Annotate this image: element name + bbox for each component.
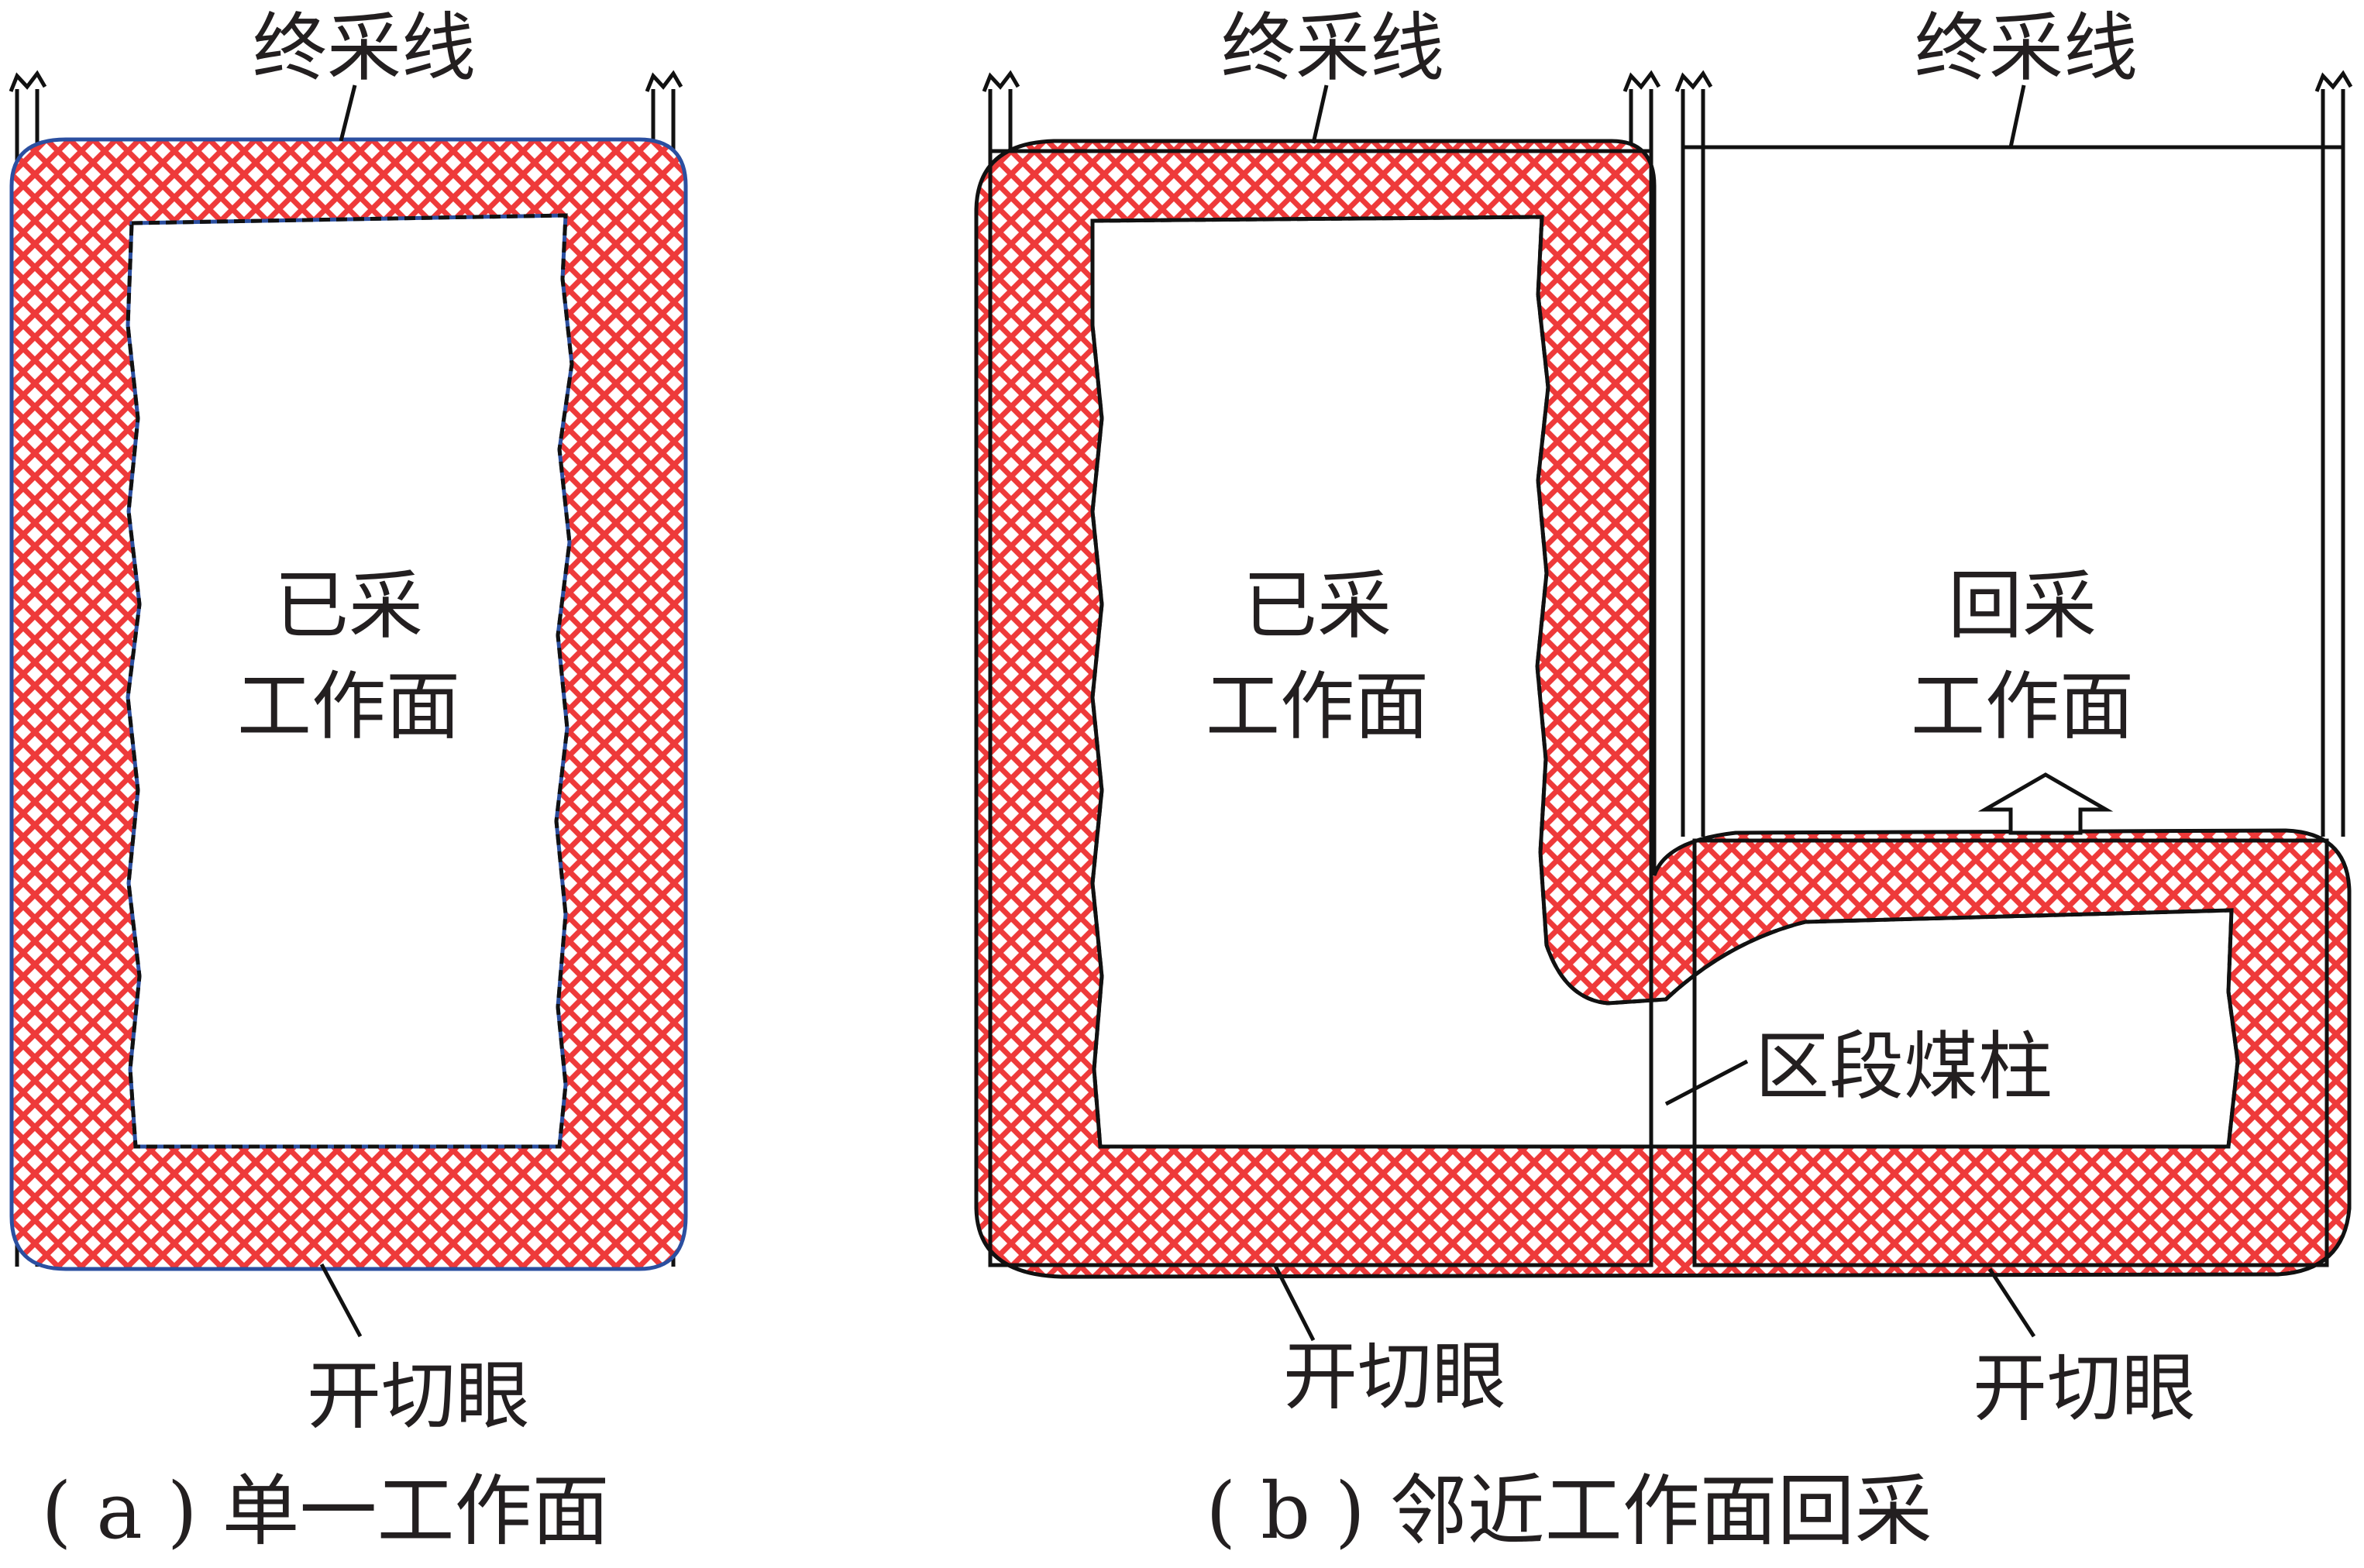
panel-a: 终采线 已采 工作面 开切眼 ( a ) 单一工作面 — [9, 5, 688, 1556]
panel-a-stop-line-label: 终采线 — [253, 5, 476, 91]
panel-b-mined-label-2: 工作面 — [1206, 663, 1429, 750]
panel-b-pillar-label: 区段煤柱 — [1755, 1023, 2053, 1110]
panel-b-stop-line-label-right: 终采线 — [1915, 5, 2138, 91]
panel-b-roadways — [982, 70, 2353, 1267]
panel-b: 终采线 终采线 已采 工作面 回采 工作面 区段煤柱 开切眼 开切眼 ( b )… — [974, 5, 2353, 1556]
break-mark-icon — [645, 70, 683, 92]
leader-line — [319, 1263, 363, 1338]
leader-line — [1987, 1267, 2036, 1338]
panel-a-mined-boundary — [126, 213, 574, 1149]
panel-a-mined-label-2: 工作面 — [237, 663, 460, 750]
leader-line — [2008, 84, 2026, 148]
panel-a-cut-label: 开切眼 — [307, 1353, 530, 1439]
panel-b-caption: ( b ) 邻近工作面回采 — [1206, 1466, 1932, 1556]
leader-line — [1311, 84, 1329, 144]
panel-b-active-label-2: 工作面 — [1911, 663, 2134, 750]
leader-line — [339, 84, 357, 142]
panel-b-mined-label-1: 已采 — [1243, 562, 1392, 649]
panel-a-caption: ( a ) 单一工作面 — [41, 1466, 609, 1556]
break-mark-icon — [9, 70, 47, 92]
break-mark-icon — [1622, 70, 1661, 92]
leader-line — [1664, 1059, 1749, 1106]
panel-a-mined-label-1: 已采 — [274, 562, 423, 649]
panel-b-active-label-1: 回采 — [1948, 562, 2097, 649]
break-mark-icon — [1674, 70, 1713, 92]
break-mark-icon — [982, 70, 1020, 92]
break-mark-icon — [2314, 70, 2353, 92]
panel-b-cut-label-left: 开切眼 — [1283, 1333, 1506, 1420]
panel-b-face-outlines — [988, 149, 2329, 1267]
up-arrow-icon — [1977, 772, 2114, 835]
leader-line — [1272, 1263, 1316, 1342]
panel-b-mined-boundary — [1090, 215, 2240, 1149]
panel-b-stress-zone — [974, 139, 2352, 1279]
panel-b-stop-line-label-left: 终采线 — [1221, 5, 1444, 91]
panel-b-cut-label-right: 开切眼 — [1973, 1345, 2196, 1432]
